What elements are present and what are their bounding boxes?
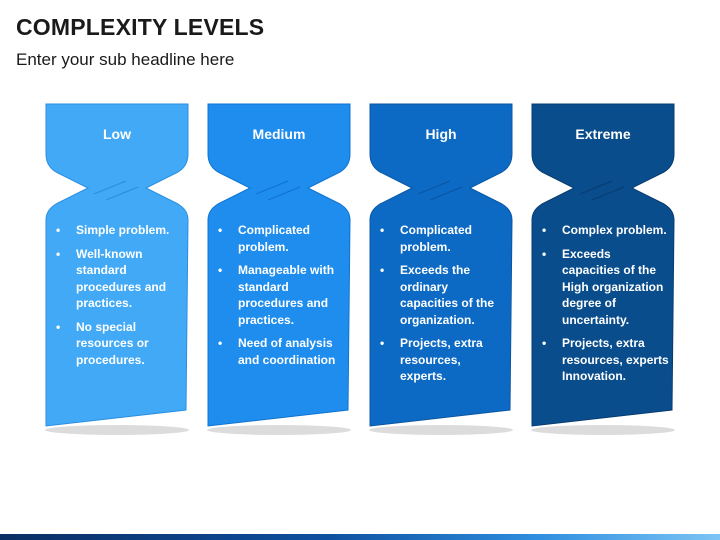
list-item-text: No special resources or procedures.	[76, 319, 149, 367]
list-item-text: Exceeds the ordinary capacities of the o…	[400, 263, 495, 327]
fold-line	[579, 180, 613, 195]
bullet-icon: •	[542, 336, 547, 350]
card-bullet-list: • Complicated problem. • Manageable with s…	[216, 222, 346, 375]
card-title: Extreme	[575, 126, 631, 142]
list-item-text: Manageable with standard procedures and …	[238, 263, 335, 327]
bullet-icon: •	[56, 246, 61, 261]
fold-line	[255, 180, 289, 195]
card-shadow	[531, 425, 675, 435]
bullet-icon: •	[218, 263, 223, 277]
list-item: • Complicated problem.	[216, 222, 346, 255]
card-body	[531, 103, 675, 427]
page-title: COMPLEXITY LEVELS	[16, 14, 265, 40]
list-item: • Complicated problem.	[378, 222, 508, 255]
list-item: • Exceeds the ordinary capacities of the …	[378, 262, 508, 328]
list-item-text: Complicated problem.	[238, 223, 311, 254]
list-item: • Manageable with standard procedures and…	[216, 262, 346, 328]
card-bullet-list: • Complicated problem. • Exceeds the ordin…	[378, 222, 508, 392]
card-title: High	[425, 126, 457, 142]
bullet-icon: •	[542, 246, 547, 261]
bullet-icon: •	[56, 319, 61, 334]
list-item: • No special resources or procedures.	[54, 319, 184, 369]
list-item: • Simple problem.	[54, 222, 184, 239]
card-title: Medium	[252, 126, 306, 142]
card-bullet-list: • Simple problem. • Well-known standard pr…	[54, 222, 184, 375]
complexity-card-high: High • Complicated problem. • Exceeds the …	[368, 102, 514, 442]
list-item-text: Projects, extra resources, experts.	[400, 336, 483, 383]
list-item: • Exceeds capacities of the High organiza…	[540, 246, 670, 329]
card-body	[369, 103, 513, 427]
fold-line	[429, 186, 463, 201]
list-item: • Projects, extra resources, experts Inno…	[540, 335, 670, 385]
card-shadow	[369, 425, 513, 435]
card-bullet-list: • Complex problem. • Exceeds capacities of…	[540, 222, 670, 392]
fold-line	[105, 186, 139, 201]
list-item-text: Complex problem.	[562, 223, 667, 237]
fold-line	[267, 186, 301, 201]
card-shadow	[207, 425, 351, 435]
list-item: • Need of analysis and coordination	[216, 335, 346, 368]
fold-line	[417, 180, 451, 195]
bullet-icon: •	[542, 223, 547, 237]
bullet-icon: •	[218, 223, 223, 237]
page-subtitle: Enter your sub headline here	[16, 50, 235, 69]
card-shape	[207, 103, 351, 435]
card-body	[45, 103, 189, 427]
fold-line	[93, 180, 127, 195]
card-title: Low	[103, 126, 131, 142]
bullet-icon: •	[380, 263, 385, 277]
list-item-text: Simple problem.	[76, 223, 170, 237]
list-item-text: Exceeds capacities of the High organizat…	[562, 246, 664, 327]
complexity-card-medium: Medium • Complicated problem. • Manageable…	[206, 102, 352, 442]
list-item-text: Complicated problem.	[400, 223, 473, 254]
list-item-text: Need of analysis and coordination	[238, 336, 336, 367]
footer-gradient-bar	[0, 534, 720, 540]
list-item-text: Projects, extra resources, experts Innov…	[562, 336, 669, 383]
bullet-icon: •	[380, 336, 385, 350]
bullet-icon: •	[380, 223, 385, 237]
card-shape	[45, 103, 189, 435]
list-item: • Well-known standard procedures and prac…	[54, 246, 184, 312]
complexity-card-extreme: Extreme • Complex problem. • Exceeds capac…	[530, 102, 676, 442]
list-item-text: Well-known standard procedures and pract…	[76, 246, 167, 311]
bullet-icon: •	[218, 336, 223, 350]
list-item: • Complex problem.	[540, 222, 670, 239]
complexity-card-low: Low • Simple problem. • Well-known standar…	[44, 102, 190, 442]
list-item: • Projects, extra resources, experts.	[378, 335, 508, 385]
card-shape	[369, 103, 513, 435]
card-shape	[531, 103, 675, 435]
card-shadow	[45, 425, 189, 435]
fold-line	[591, 186, 625, 201]
bullet-icon: •	[56, 223, 61, 237]
card-body	[207, 103, 351, 427]
